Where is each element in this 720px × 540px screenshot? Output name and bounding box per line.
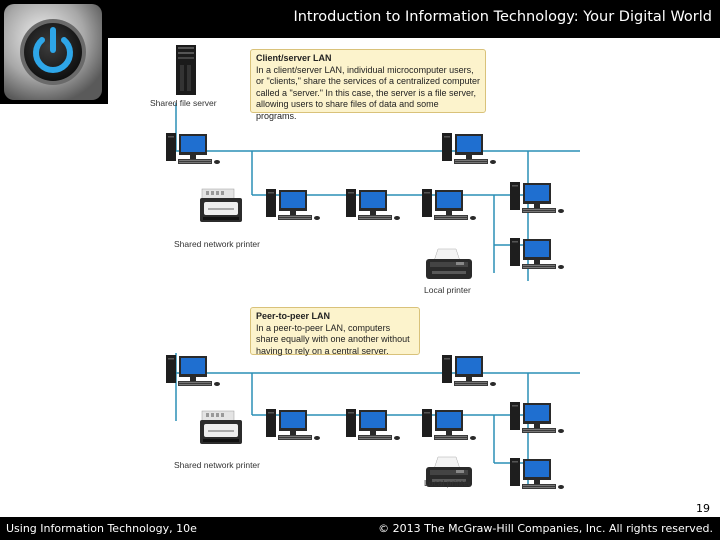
slide-footer: Using Information Technology, 10e © 2013…	[0, 517, 720, 540]
file-server-icon	[176, 45, 196, 95]
page-number: 19	[696, 502, 710, 515]
peer-to-peer-callout: Peer-to-peer LAN In a peer-to-peer LAN, …	[250, 307, 420, 356]
footer-book-title: Using Information Technology, 10e	[6, 522, 197, 535]
slide-title: Introduction to Information Technology: …	[293, 9, 712, 25]
shared-printer-label: Shared network printer	[174, 239, 260, 249]
shared-printer-label: Shared network printer	[174, 460, 260, 470]
network-diagram-graphics	[166, 45, 580, 489]
local-printer-label: Local printer	[424, 285, 471, 295]
client-server-callout: Client/server LAN In a client/server LAN…	[250, 49, 486, 121]
power-button-logo-icon	[4, 4, 102, 100]
peer-to-peer-callout-body: In a peer-to-peer LAN, computers share e…	[256, 322, 410, 356]
file-server-label: Shared file server	[150, 98, 217, 108]
client-server-callout-body: In a client/server LAN, individual micro…	[256, 64, 480, 121]
logo-area	[0, 0, 108, 104]
slide-header: Introduction to Information Technology: …	[0, 0, 720, 38]
shared-network-printer-icon	[200, 411, 242, 444]
local-printer-label: Local printer	[424, 478, 471, 488]
shared-network-printer-icon	[200, 189, 242, 222]
local-printer-icon	[426, 249, 472, 279]
client-server-callout-title: Client/server LAN	[256, 53, 332, 63]
lan-diagram: Shared file server Client/server LAN In …	[148, 43, 580, 498]
peer-to-peer-callout-title: Peer-to-peer LAN	[256, 311, 331, 321]
footer-copyright: © 2013 The McGraw-Hill Companies, Inc. A…	[378, 522, 713, 535]
